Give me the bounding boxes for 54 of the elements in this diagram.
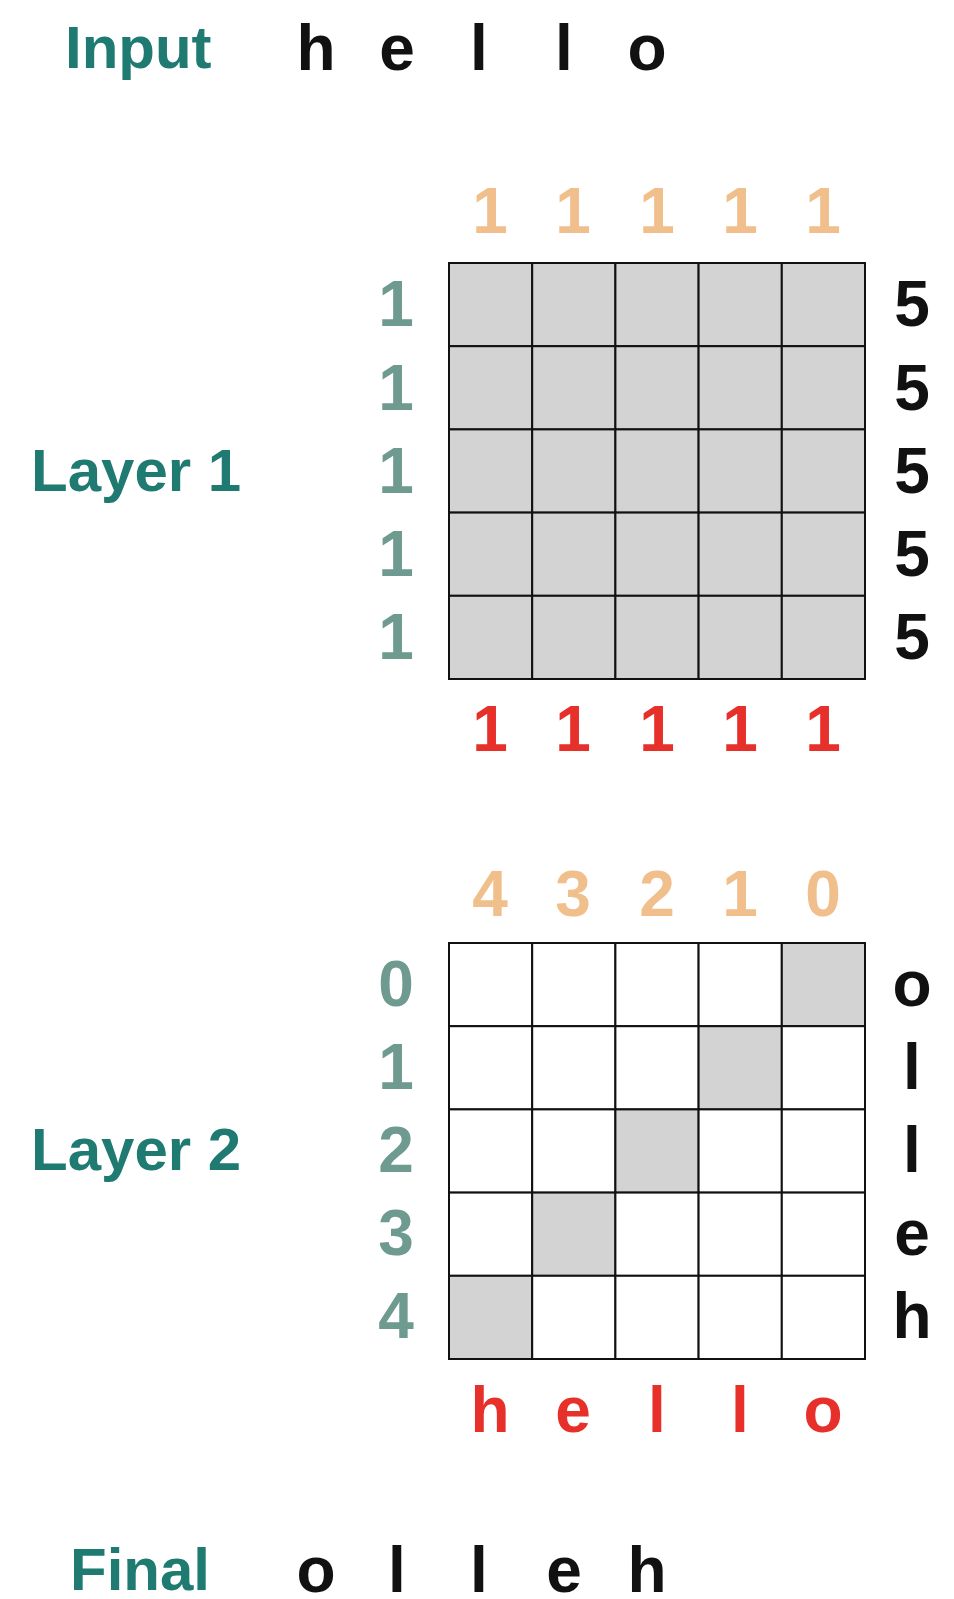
output-number: 1	[472, 697, 508, 761]
column-number: 0	[805, 862, 841, 926]
character-label: l	[388, 1538, 406, 1599]
character-label: e	[546, 1538, 582, 1599]
layer-label: Layer 1	[31, 441, 242, 501]
character-label: e	[379, 16, 415, 80]
row-number: 3	[378, 1201, 414, 1265]
row-number: 1	[378, 605, 414, 669]
layer-label: Layer 2	[31, 1120, 242, 1180]
output-character: o	[803, 1378, 843, 1442]
row-number: 1	[378, 522, 414, 586]
column-number: 1	[555, 179, 591, 243]
column-number: 3	[555, 862, 591, 926]
row-sum: 5	[894, 522, 930, 586]
character-label: e	[894, 1201, 930, 1265]
input-label: Input	[65, 18, 212, 78]
output-number: 1	[555, 697, 591, 761]
character-label: o	[892, 952, 932, 1016]
character-label: l	[903, 1118, 921, 1182]
column-number: 2	[639, 862, 675, 926]
row-number: 1	[378, 272, 414, 336]
row-number: 1	[378, 1035, 414, 1099]
character-label: o	[296, 1538, 336, 1599]
column-number: 1	[639, 179, 675, 243]
output-character: l	[731, 1378, 749, 1442]
row-sum: 5	[894, 356, 930, 420]
character-label: h	[892, 1284, 932, 1348]
output-number: 1	[805, 697, 841, 761]
output-character: l	[648, 1378, 666, 1442]
column-number: 1	[722, 862, 758, 926]
row-sum: 5	[894, 272, 930, 336]
row-sum: 5	[894, 439, 930, 503]
character-label: l	[555, 16, 573, 80]
row-number: 0	[378, 952, 414, 1016]
character-label: l	[903, 1035, 921, 1099]
row-number: 4	[378, 1284, 414, 1348]
character-label: l	[470, 16, 488, 80]
character-label: l	[470, 1538, 488, 1599]
output-number: 1	[722, 697, 758, 761]
output-number: 1	[639, 697, 675, 761]
row-number: 1	[378, 356, 414, 420]
character-label: h	[296, 16, 336, 80]
character-label: o	[627, 16, 667, 80]
row-number: 2	[378, 1118, 414, 1182]
column-number: 1	[722, 179, 758, 243]
character-label: h	[627, 1538, 667, 1599]
row-number: 1	[378, 439, 414, 503]
column-number: 4	[472, 862, 508, 926]
row-sum: 5	[894, 605, 930, 669]
output-character: h	[470, 1378, 510, 1442]
final-label: Final	[70, 1540, 210, 1599]
output-character: e	[555, 1378, 591, 1442]
column-number: 1	[805, 179, 841, 243]
column-number: 1	[472, 179, 508, 243]
